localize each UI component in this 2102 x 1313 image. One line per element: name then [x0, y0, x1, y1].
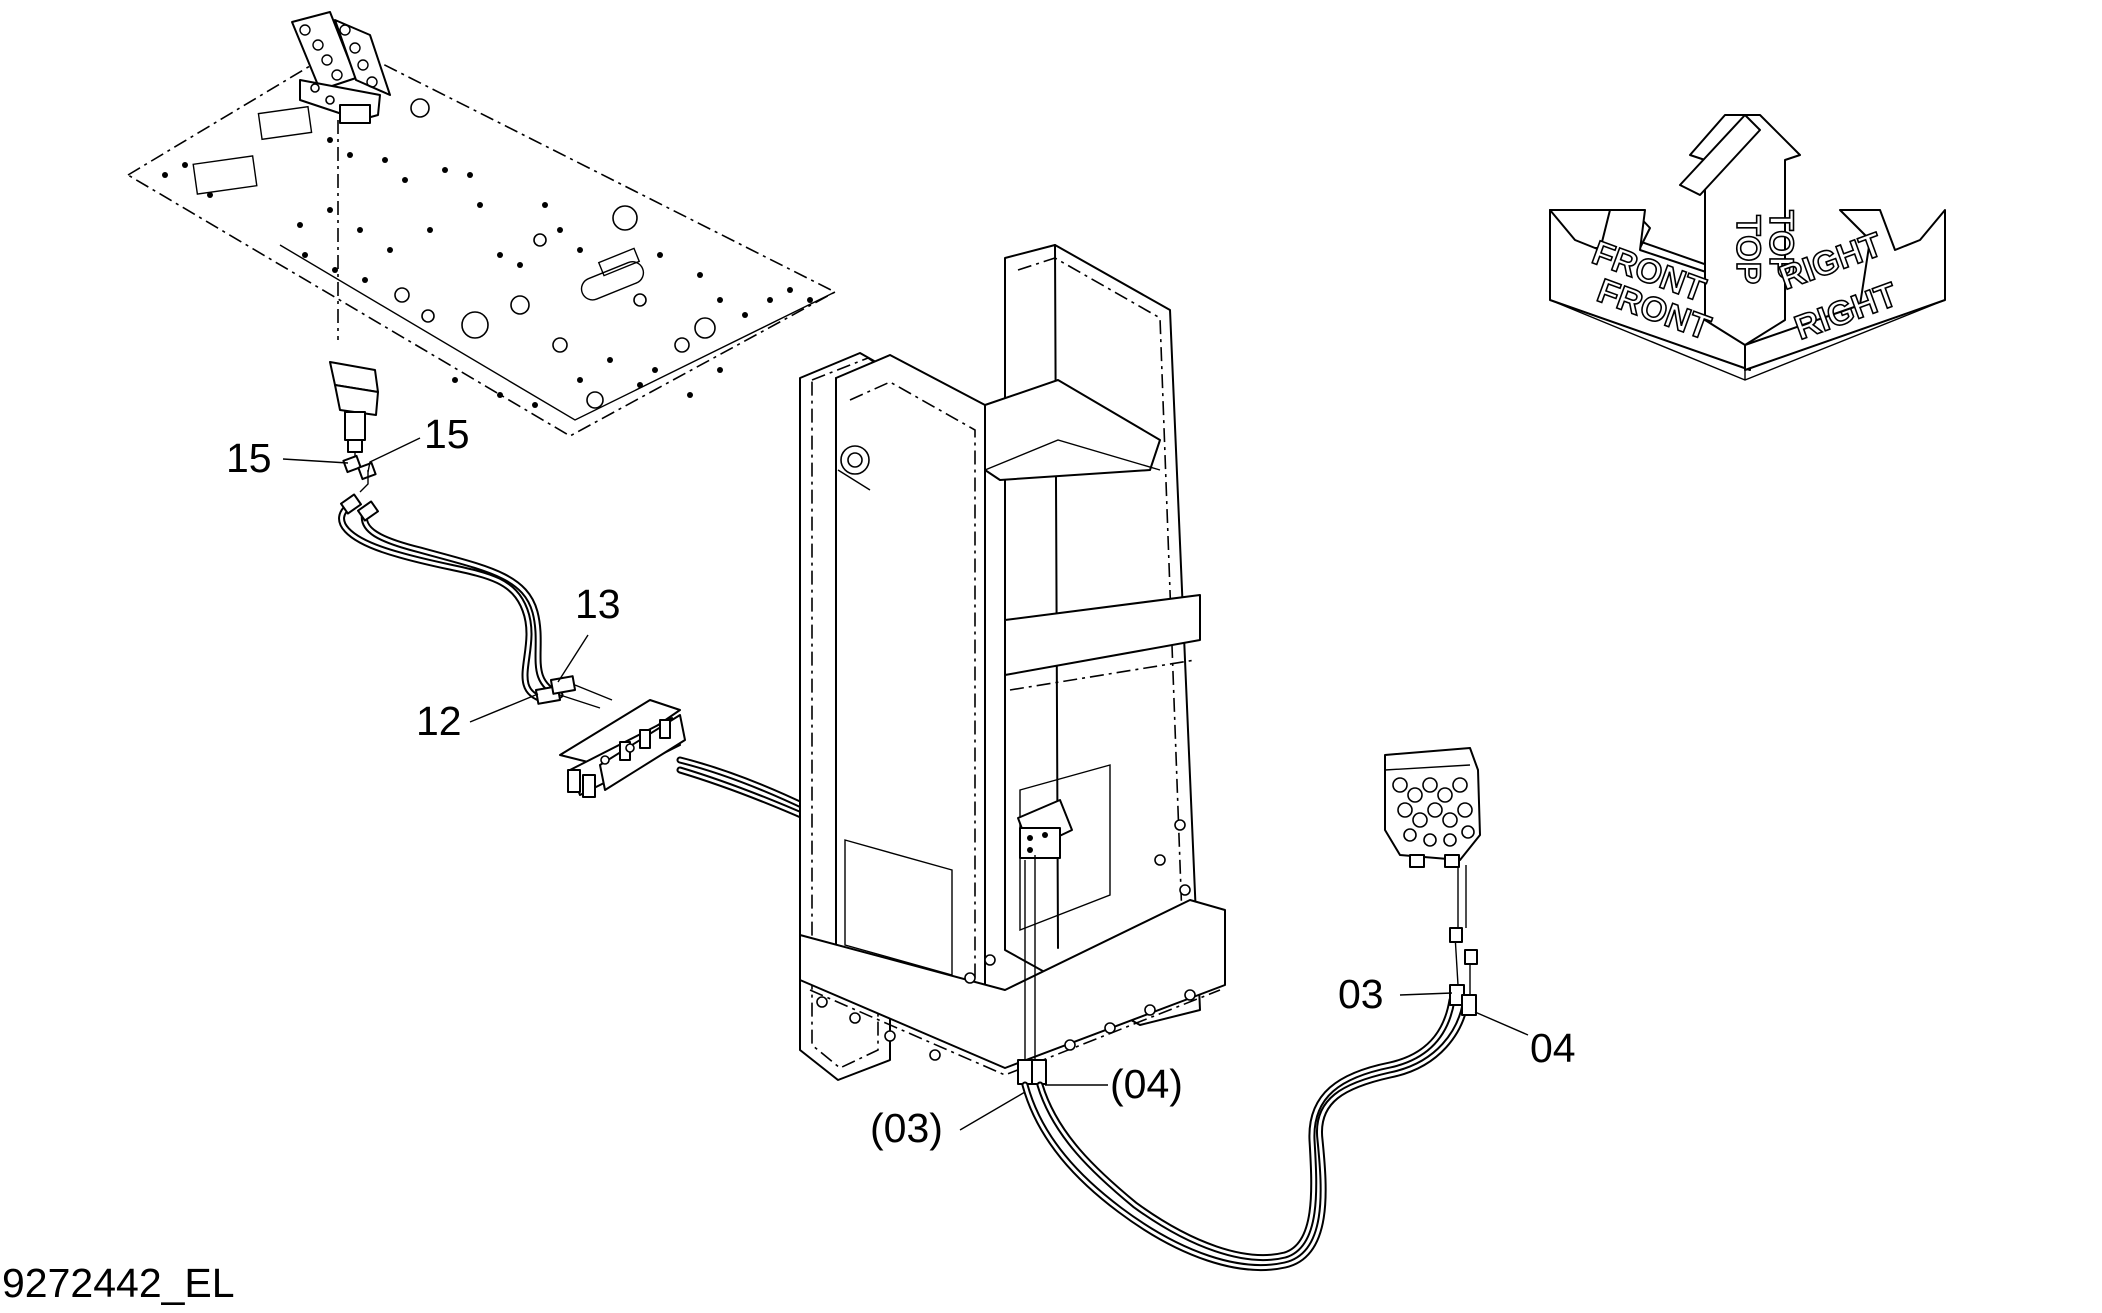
callout-15-right: 15 — [424, 411, 470, 457]
fittings-03-04 — [1449, 865, 1478, 1016]
callout-15-left: 15 — [226, 435, 272, 481]
leader-15-left — [282, 458, 349, 464]
leader-13 — [557, 634, 589, 683]
callout-13: 13 — [575, 581, 621, 627]
leader-04 — [1474, 1011, 1529, 1036]
pilot-hose-upper — [338, 493, 564, 704]
callout-12: 12 — [416, 698, 462, 744]
travel-pedal-valve — [291, 11, 391, 124]
cab-floor-plate — [126, 44, 837, 437]
pilot-hose-lower-left — [1017, 855, 1047, 1085]
leader-03-paren — [959, 1091, 1026, 1131]
orientation-indicator: FRONT FRONT TOP TOP RIGHT RIGHT — [1549, 114, 1946, 381]
pilot-connector-block — [329, 361, 379, 462]
leader-15-right — [367, 437, 421, 473]
pilot-hose-middle — [676, 756, 812, 822]
callout-04-paren: (04) — [1110, 1061, 1183, 1107]
pilot-control-valve — [1384, 747, 1481, 868]
couplings-12-13 — [534, 675, 613, 709]
top-label: TOP — [1762, 210, 1800, 279]
top-label-shadow: TOP — [1729, 215, 1767, 284]
leader-12 — [469, 693, 539, 723]
pilot-hose-long — [1021, 996, 1469, 1271]
shuttle-valve-block — [559, 699, 686, 798]
fittings-15 — [342, 454, 377, 481]
callout-03-paren: (03) — [870, 1105, 943, 1151]
leader-03 — [1399, 992, 1453, 996]
cab-frame-structure — [799, 244, 1226, 1081]
callout-03: 03 — [1338, 971, 1384, 1017]
drawing-code: 9272442_EL — [2, 1260, 235, 1306]
callout-04: 04 — [1530, 1025, 1576, 1071]
